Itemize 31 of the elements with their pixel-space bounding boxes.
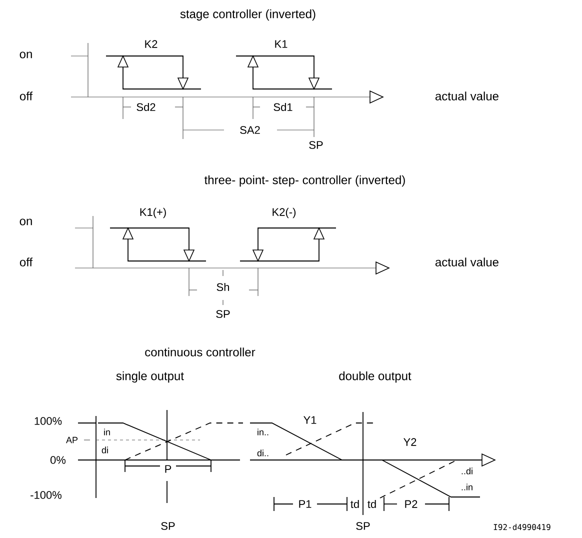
- setpoint-label: SP: [354, 521, 372, 531]
- axis-label: AP: [65, 436, 79, 444]
- setpoint-label: SP: [308, 140, 324, 150]
- axis-label: on: [18, 50, 34, 60]
- axis-label: 100%: [32, 416, 64, 426]
- axis-label: off: [18, 256, 34, 268]
- curve-label: in: [102, 428, 112, 436]
- setpoint-label: SP: [160, 521, 176, 531]
- axis-label: -100%: [29, 490, 63, 500]
- curve-label: K1(+): [138, 206, 168, 220]
- curve-label: K2: [143, 39, 159, 49]
- dimension-label: Sd1: [272, 102, 294, 112]
- setpoint-label: SP: [214, 309, 232, 319]
- curve-label: K1: [273, 39, 289, 49]
- axis-label: 0%: [49, 455, 67, 465]
- axis-label: actual value: [434, 90, 500, 102]
- dimension-label: P: [163, 464, 173, 474]
- image-id: I92-d4990419: [492, 522, 552, 532]
- heading: single output: [114, 370, 186, 384]
- axis-label: on: [18, 218, 34, 226]
- curve-label: di: [100, 446, 110, 454]
- dimension-label: Sh: [215, 282, 231, 292]
- heading: continuous controller: [144, 346, 256, 358]
- dimension-label: SA2: [238, 125, 262, 135]
- axis-label: actual value: [434, 256, 500, 268]
- axis-label: off: [18, 90, 34, 102]
- heading: three- point- step- controller (inverted): [203, 174, 407, 188]
- heading: double output: [338, 370, 412, 384]
- dimension-label: Sd2: [135, 102, 157, 112]
- heading: stage controller (inverted): [178, 8, 318, 22]
- curve-label: K2(-): [270, 206, 298, 220]
